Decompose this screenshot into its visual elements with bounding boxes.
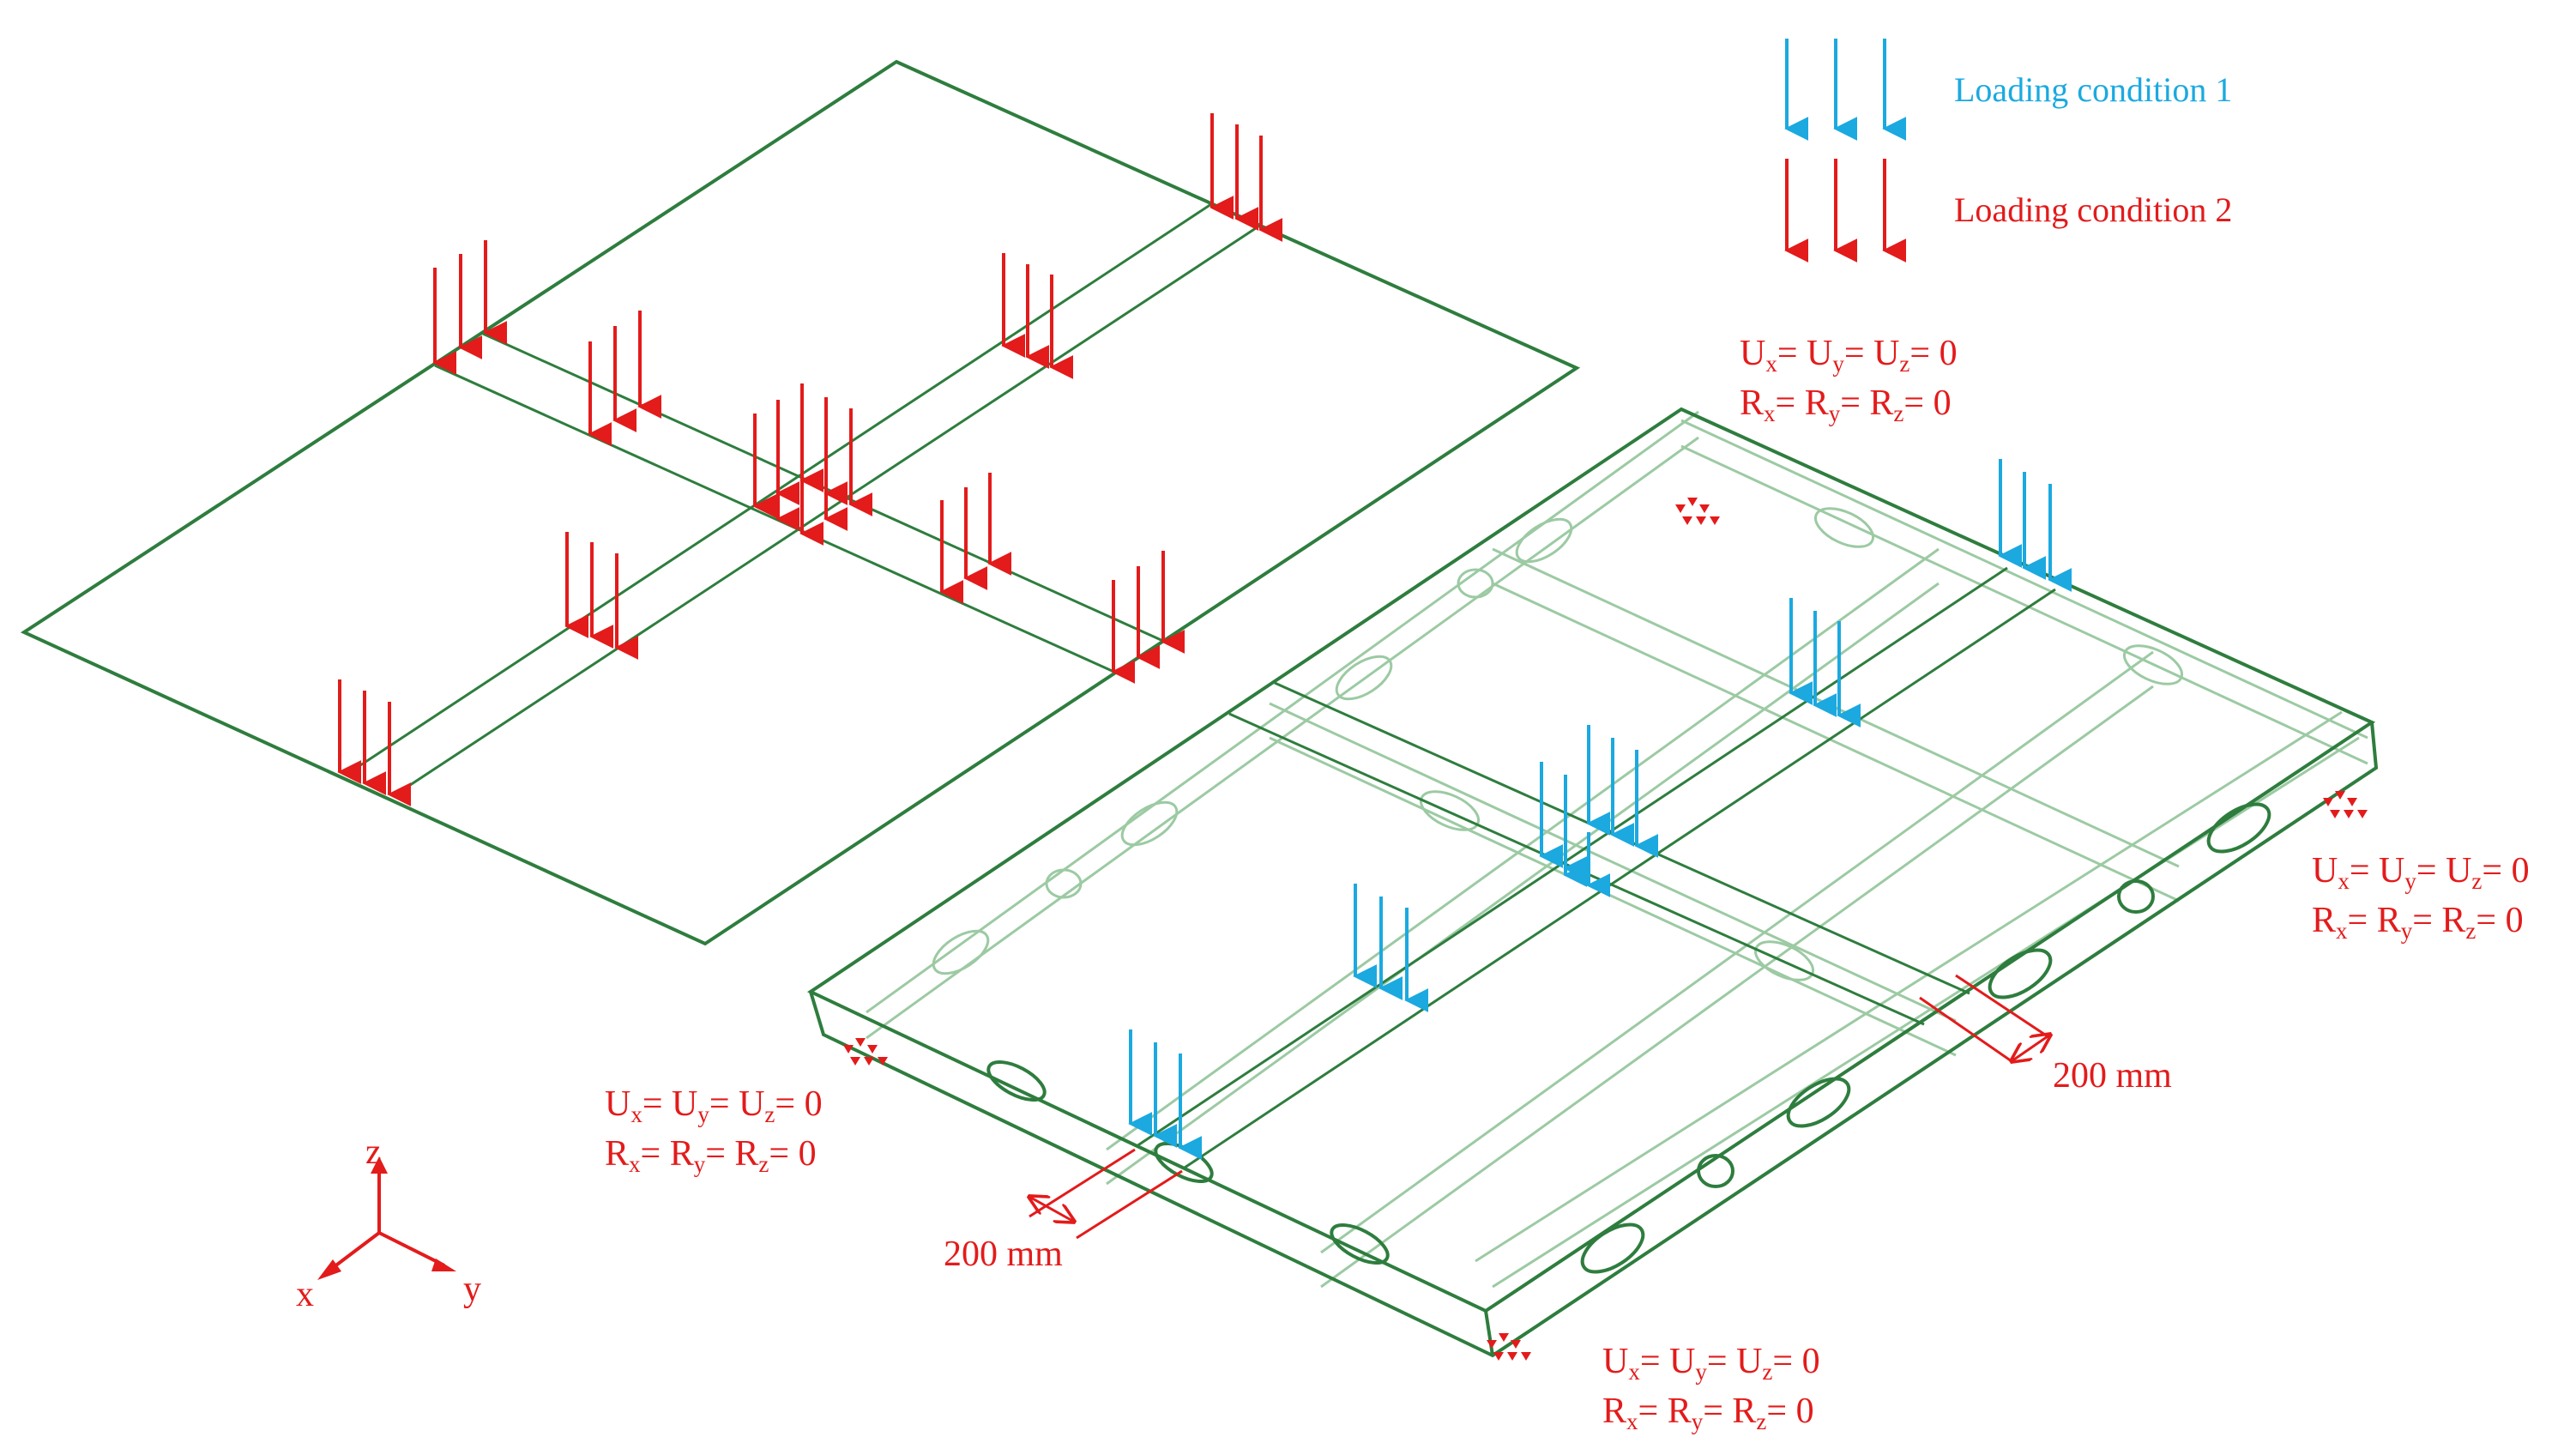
plate-strip-line (396, 223, 1262, 795)
svg-text:Ux= Uy= Uz= 0: Ux= Uy= Uz= 0 (1602, 1342, 1820, 1385)
axis-x-label: x (296, 1275, 314, 1314)
bc-top-middle: Ux= Uy= Uz= 0 Rx= Ry= Rz= 0 (1740, 334, 1958, 426)
support-marker-bottom (1487, 1333, 1531, 1361)
axis-y-label: y (463, 1270, 481, 1309)
plate-strip-line (482, 332, 1166, 643)
axis-z-label: z (365, 1132, 382, 1172)
svg-text:Rx= Ry= Rz= 0: Rx= Ry= Rz= 0 (2312, 901, 2524, 944)
top-plate-outline (20, 59, 1581, 946)
support-marker-left (843, 1038, 888, 1066)
svg-text:Ux= Uy= Uz= 0: Ux= Uy= Uz= 0 (1740, 334, 1958, 377)
dimension-left-label: 200 mm (944, 1235, 1063, 1274)
support-marker-top (1675, 498, 1720, 525)
svg-text:Rx= Ry= Rz= 0: Rx= Ry= Rz= 0 (1602, 1392, 1814, 1434)
axis-y (378, 1231, 445, 1267)
frame-inner-detail (866, 410, 2368, 1289)
dimension-right-label: 200 mm (2053, 1056, 2172, 1096)
dimension-right (1919, 974, 2050, 1061)
frame-structure (806, 407, 2379, 1358)
legend-load-1-arrows (1784, 39, 1907, 141)
svg-text:Rx= Ry= Rz= 0: Rx= Ry= Rz= 0 (605, 1134, 817, 1177)
dimension-left (1029, 1148, 1183, 1240)
support-marker-right (2323, 791, 2368, 818)
frame-outline (806, 407, 2379, 1358)
axis-x (329, 1231, 381, 1271)
load-2-arrows (337, 113, 1283, 806)
bc-bottom: Ux= Uy= Uz= 0 Rx= Ry= Rz= 0 (1602, 1342, 1820, 1434)
support-markers (843, 498, 2368, 1361)
legend-load-1-label: Loading condition 1 (1954, 70, 2232, 109)
bc-right: Ux= Uy= Uz= 0 Rx= Ry= Rz= 0 (2312, 851, 2530, 944)
svg-text:Ux= Uy= Uz= 0: Ux= Uy= Uz= 0 (605, 1084, 823, 1127)
svg-text:Ux= Uy= Uz= 0: Ux= Uy= Uz= 0 (2312, 851, 2530, 894)
bc-left: Ux= Uy= Uz= 0 Rx= Ry= Rz= 0 (605, 1084, 823, 1177)
frame-top-face (806, 407, 2376, 1313)
load-1-arrows (1128, 459, 2072, 1160)
axis-triad (317, 1156, 456, 1280)
legend-load-2-arrows (1784, 159, 1907, 263)
svg-text:Rx= Ry= Rz= 0: Rx= Ry= Rz= 0 (1740, 383, 1952, 426)
legend: Loading condition 1 Loading condition 2 (1784, 39, 2232, 263)
plate-strip-line (349, 201, 1215, 774)
legend-load-2-label: Loading condition 2 (1954, 190, 2232, 229)
